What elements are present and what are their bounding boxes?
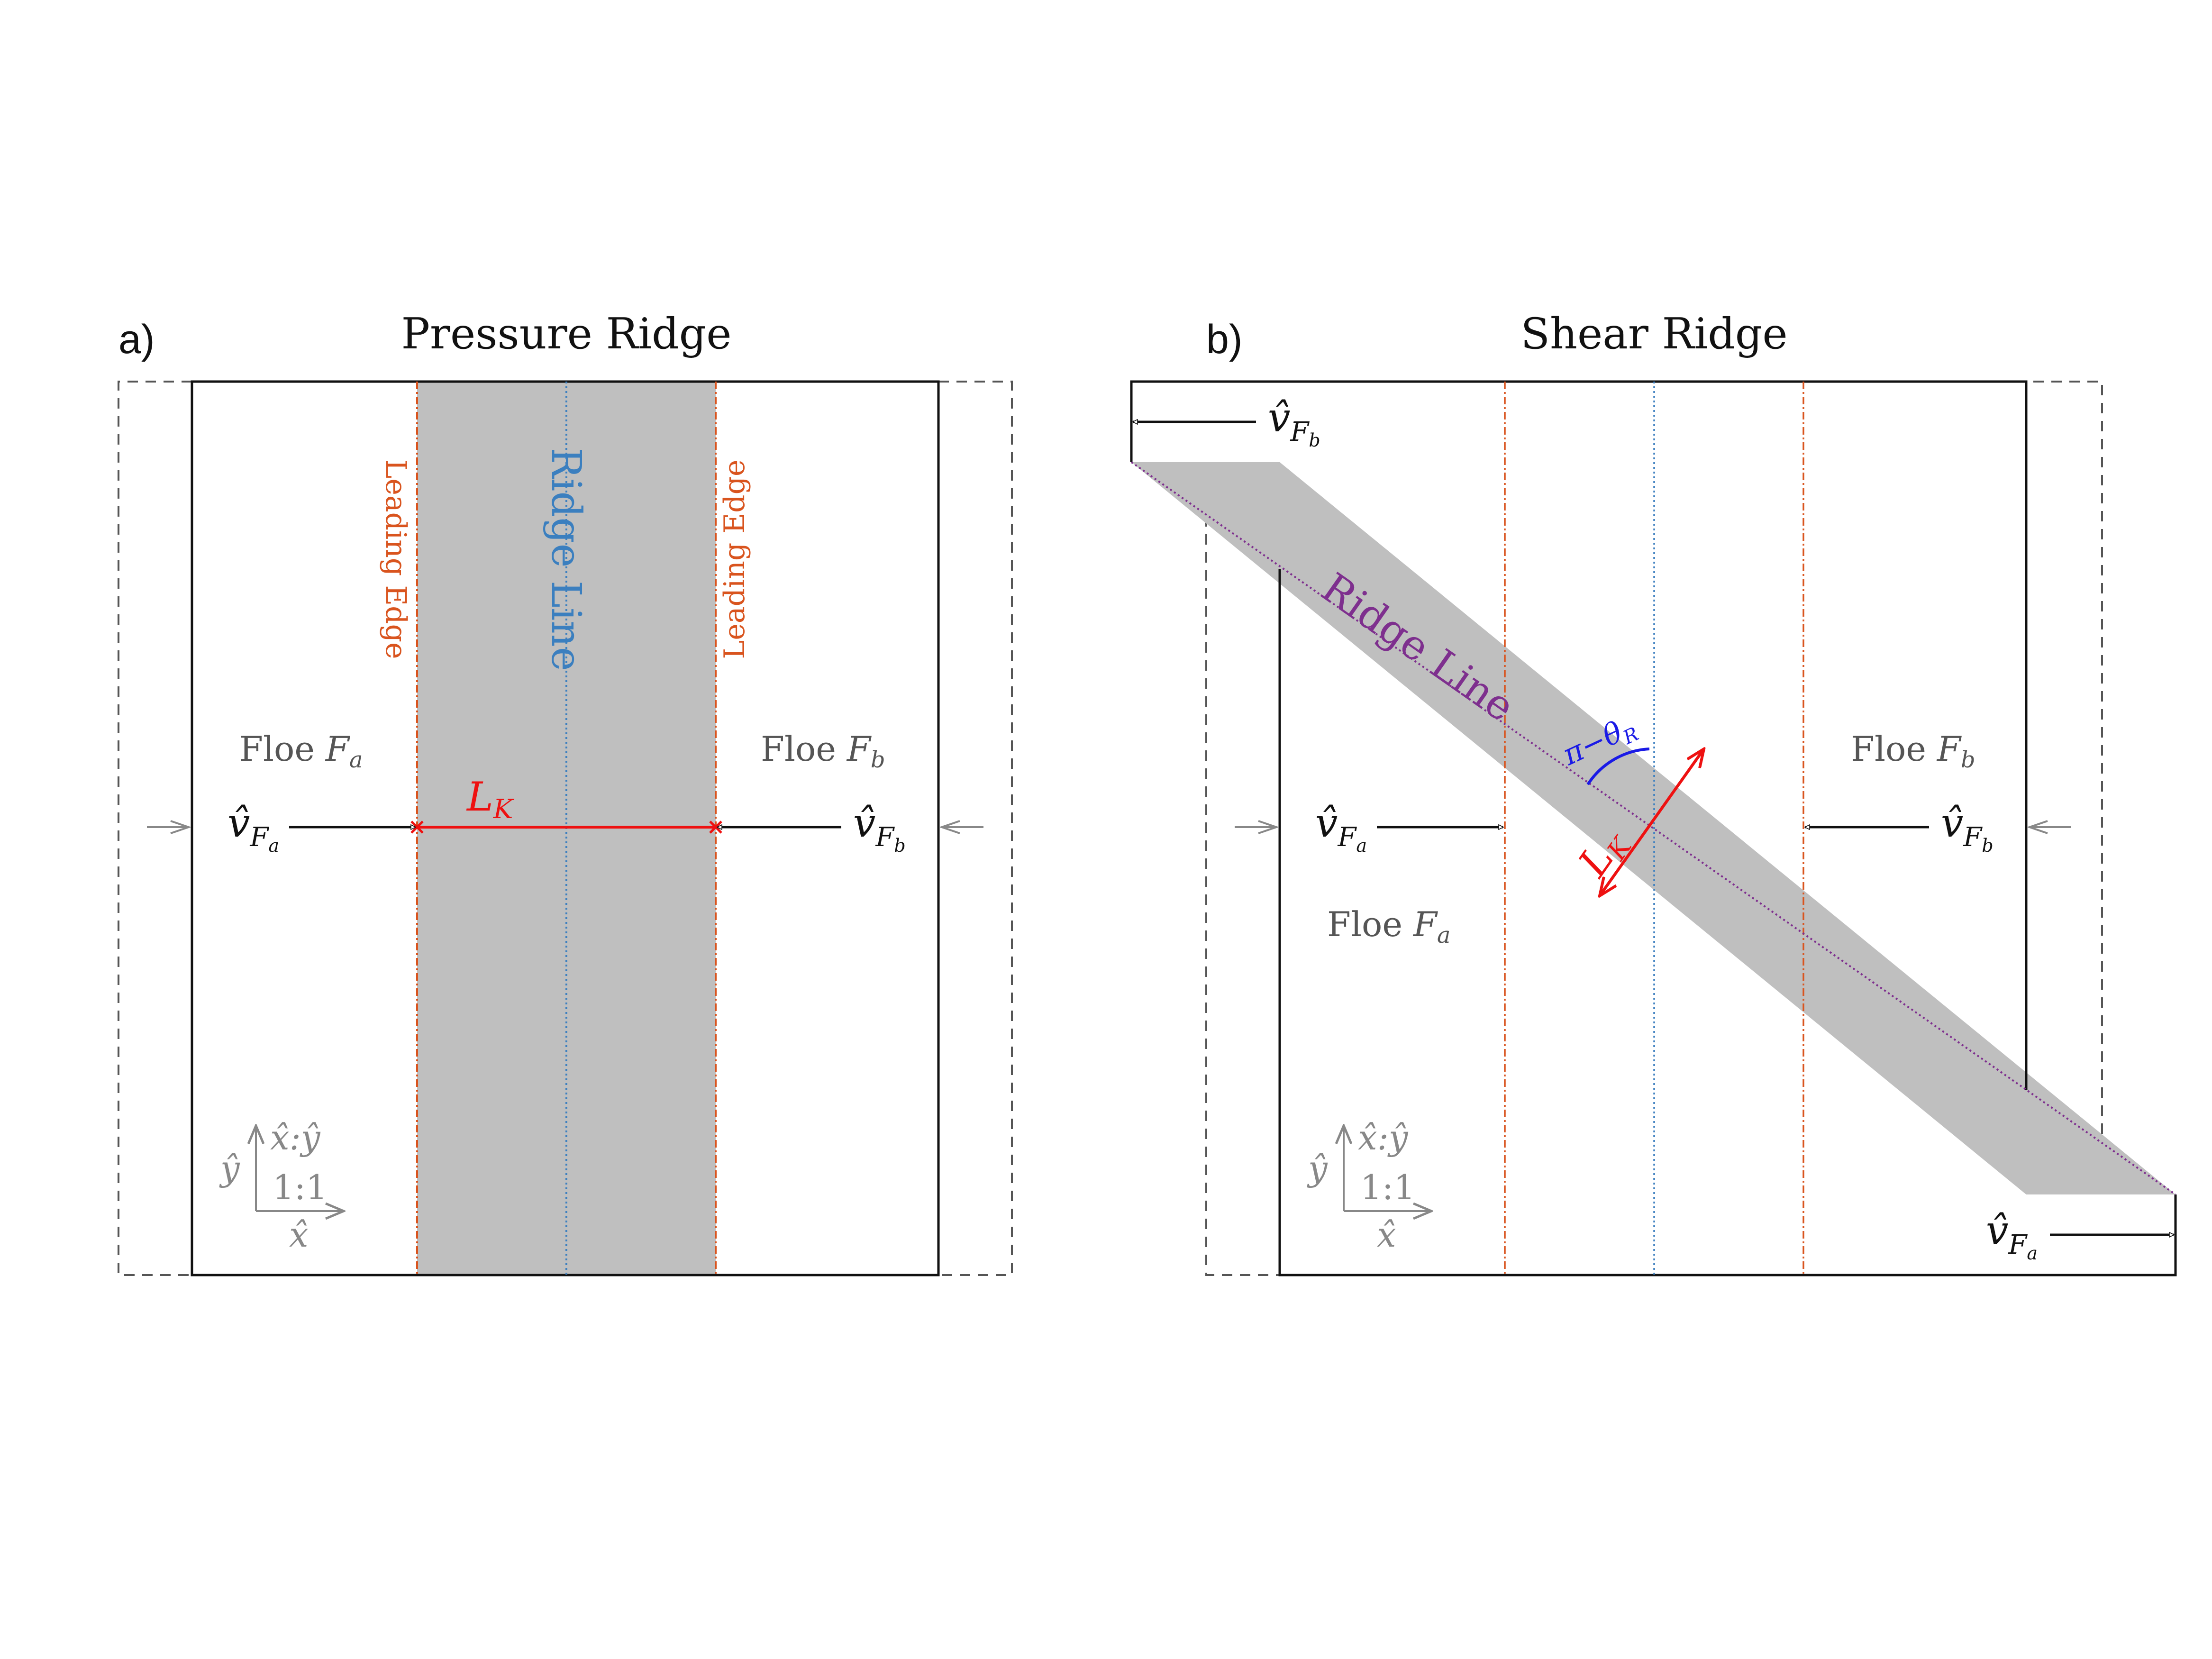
panel-b-length-arrow-back (1600, 748, 1705, 896)
panel-a-floe-b-label: Floe Fb (761, 729, 885, 773)
panel-b-velocity-a-mid-label: v̂Fa (1315, 800, 1367, 856)
panel-b-axes-glyph: x̂:ŷ 1:1 x̂ ŷ (1307, 1118, 1431, 1255)
panel-b-floe-b-label: Floe Fb (1851, 729, 1975, 773)
panel-b-frame-upper (1130, 380, 2028, 1090)
panel-a-tag: a) (118, 317, 155, 362)
panel-a-floe-a-label: Floe Fa (239, 729, 363, 773)
panel-b-title: Shear Ridge (1520, 309, 1787, 359)
panel-a-axes-y: ŷ (219, 1149, 240, 1188)
panel-a-axes-ratio-top: x̂:ŷ (270, 1118, 321, 1158)
panel-b-angle-arc (1586, 747, 1650, 785)
panel-b-dashed-extent (1205, 381, 2103, 1276)
panel-a-axes-ratio: 1:1 (273, 1167, 328, 1207)
panel-a-title: Pressure Ridge (401, 309, 731, 359)
panel-b-velocity-b-mid-label: v̂Fb (1941, 800, 1994, 856)
panel-b-axes-x: x̂ (1377, 1215, 1396, 1255)
panel-b-tag: b) (1206, 317, 1242, 362)
panel-b-frame-lower (1278, 569, 2177, 1276)
panel-a: a) Pressure Ridge Leading Edge Leading E… (118, 309, 1013, 1276)
panel-b-floe-a-label: Floe Fa (1327, 904, 1450, 948)
panel-a-length-tick-left (410, 820, 424, 834)
panel-a-leading-edge-left-label: Leading Edge (379, 460, 412, 659)
panel-a-ridge-line-label: Ridge Line (542, 447, 590, 671)
panel-a-axes-glyph: x̂:ŷ 1:1 x̂ ŷ (219, 1118, 344, 1255)
panel-b-axes-ratio: 1:1 (1360, 1167, 1415, 1207)
panel-a-velocity-b-label: v̂Fb (853, 800, 906, 856)
panel-b-velocity-b-top-label: v̂Fb (1268, 394, 1320, 451)
panel-b-axes-ratio-top: x̂:ŷ (1358, 1118, 1409, 1158)
panel-a-frame (191, 380, 940, 1276)
panel-a-length-tick-right (709, 820, 722, 834)
panel-a-velocity-a-label: v̂Fa (228, 800, 279, 856)
panel-b-axes-y: ŷ (1307, 1149, 1328, 1188)
panel-b-ridge-line (1130, 461, 2176, 1195)
panel-b-velocity-a-bottom-label: v̂Fa (1986, 1207, 2038, 1264)
panel-a-dashed-extent (118, 381, 1013, 1276)
panel-a-axes-x: x̂ (289, 1215, 309, 1255)
panel-a-length-label: LK (466, 774, 515, 825)
panel-a-leading-edge-right-label: Leading Edge (718, 460, 751, 659)
panel-b: b) Shear Ridge Ridge Line Floe Fb Floe F… (1130, 309, 2177, 1276)
